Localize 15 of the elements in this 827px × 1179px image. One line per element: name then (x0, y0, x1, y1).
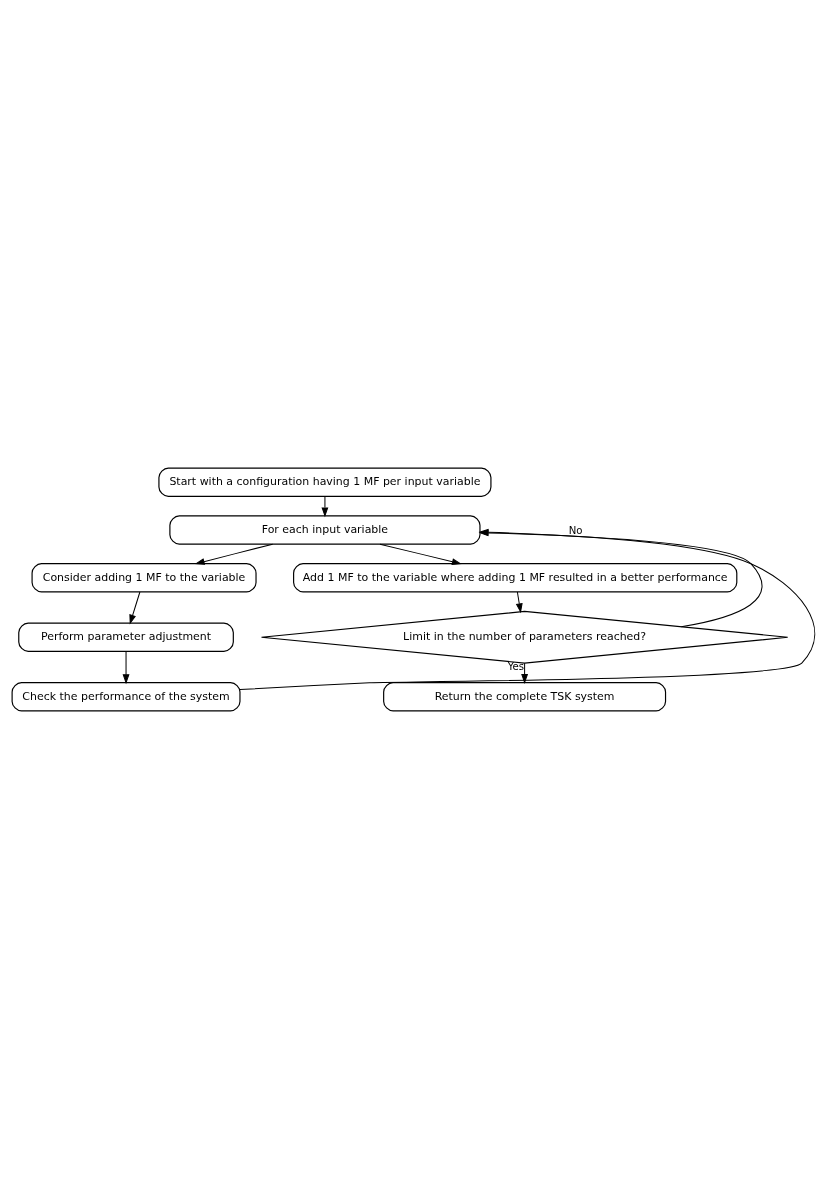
arrow (515, 591, 523, 614)
node-box: Consider adding 1 MF to the variable (31, 563, 257, 593)
node-box: Start with a configuration having 1 MF per input variable (158, 467, 492, 497)
node-box: Return the complete TSK system (383, 682, 667, 712)
node-box: Add 1 MF to the variable where adding 1 MF resulted in a better performance (293, 563, 738, 593)
arrow (129, 591, 141, 625)
node-box: Perform parameter adjustment (18, 622, 234, 652)
arrow (122, 650, 130, 685)
arrow (379, 543, 462, 566)
node-box: For each input variable (169, 515, 481, 545)
arrow (321, 495, 329, 518)
edge-label: No (568, 524, 583, 536)
arrow (194, 543, 274, 565)
arrow (521, 662, 529, 684)
node-box: Check the performance of the system (11, 682, 241, 712)
